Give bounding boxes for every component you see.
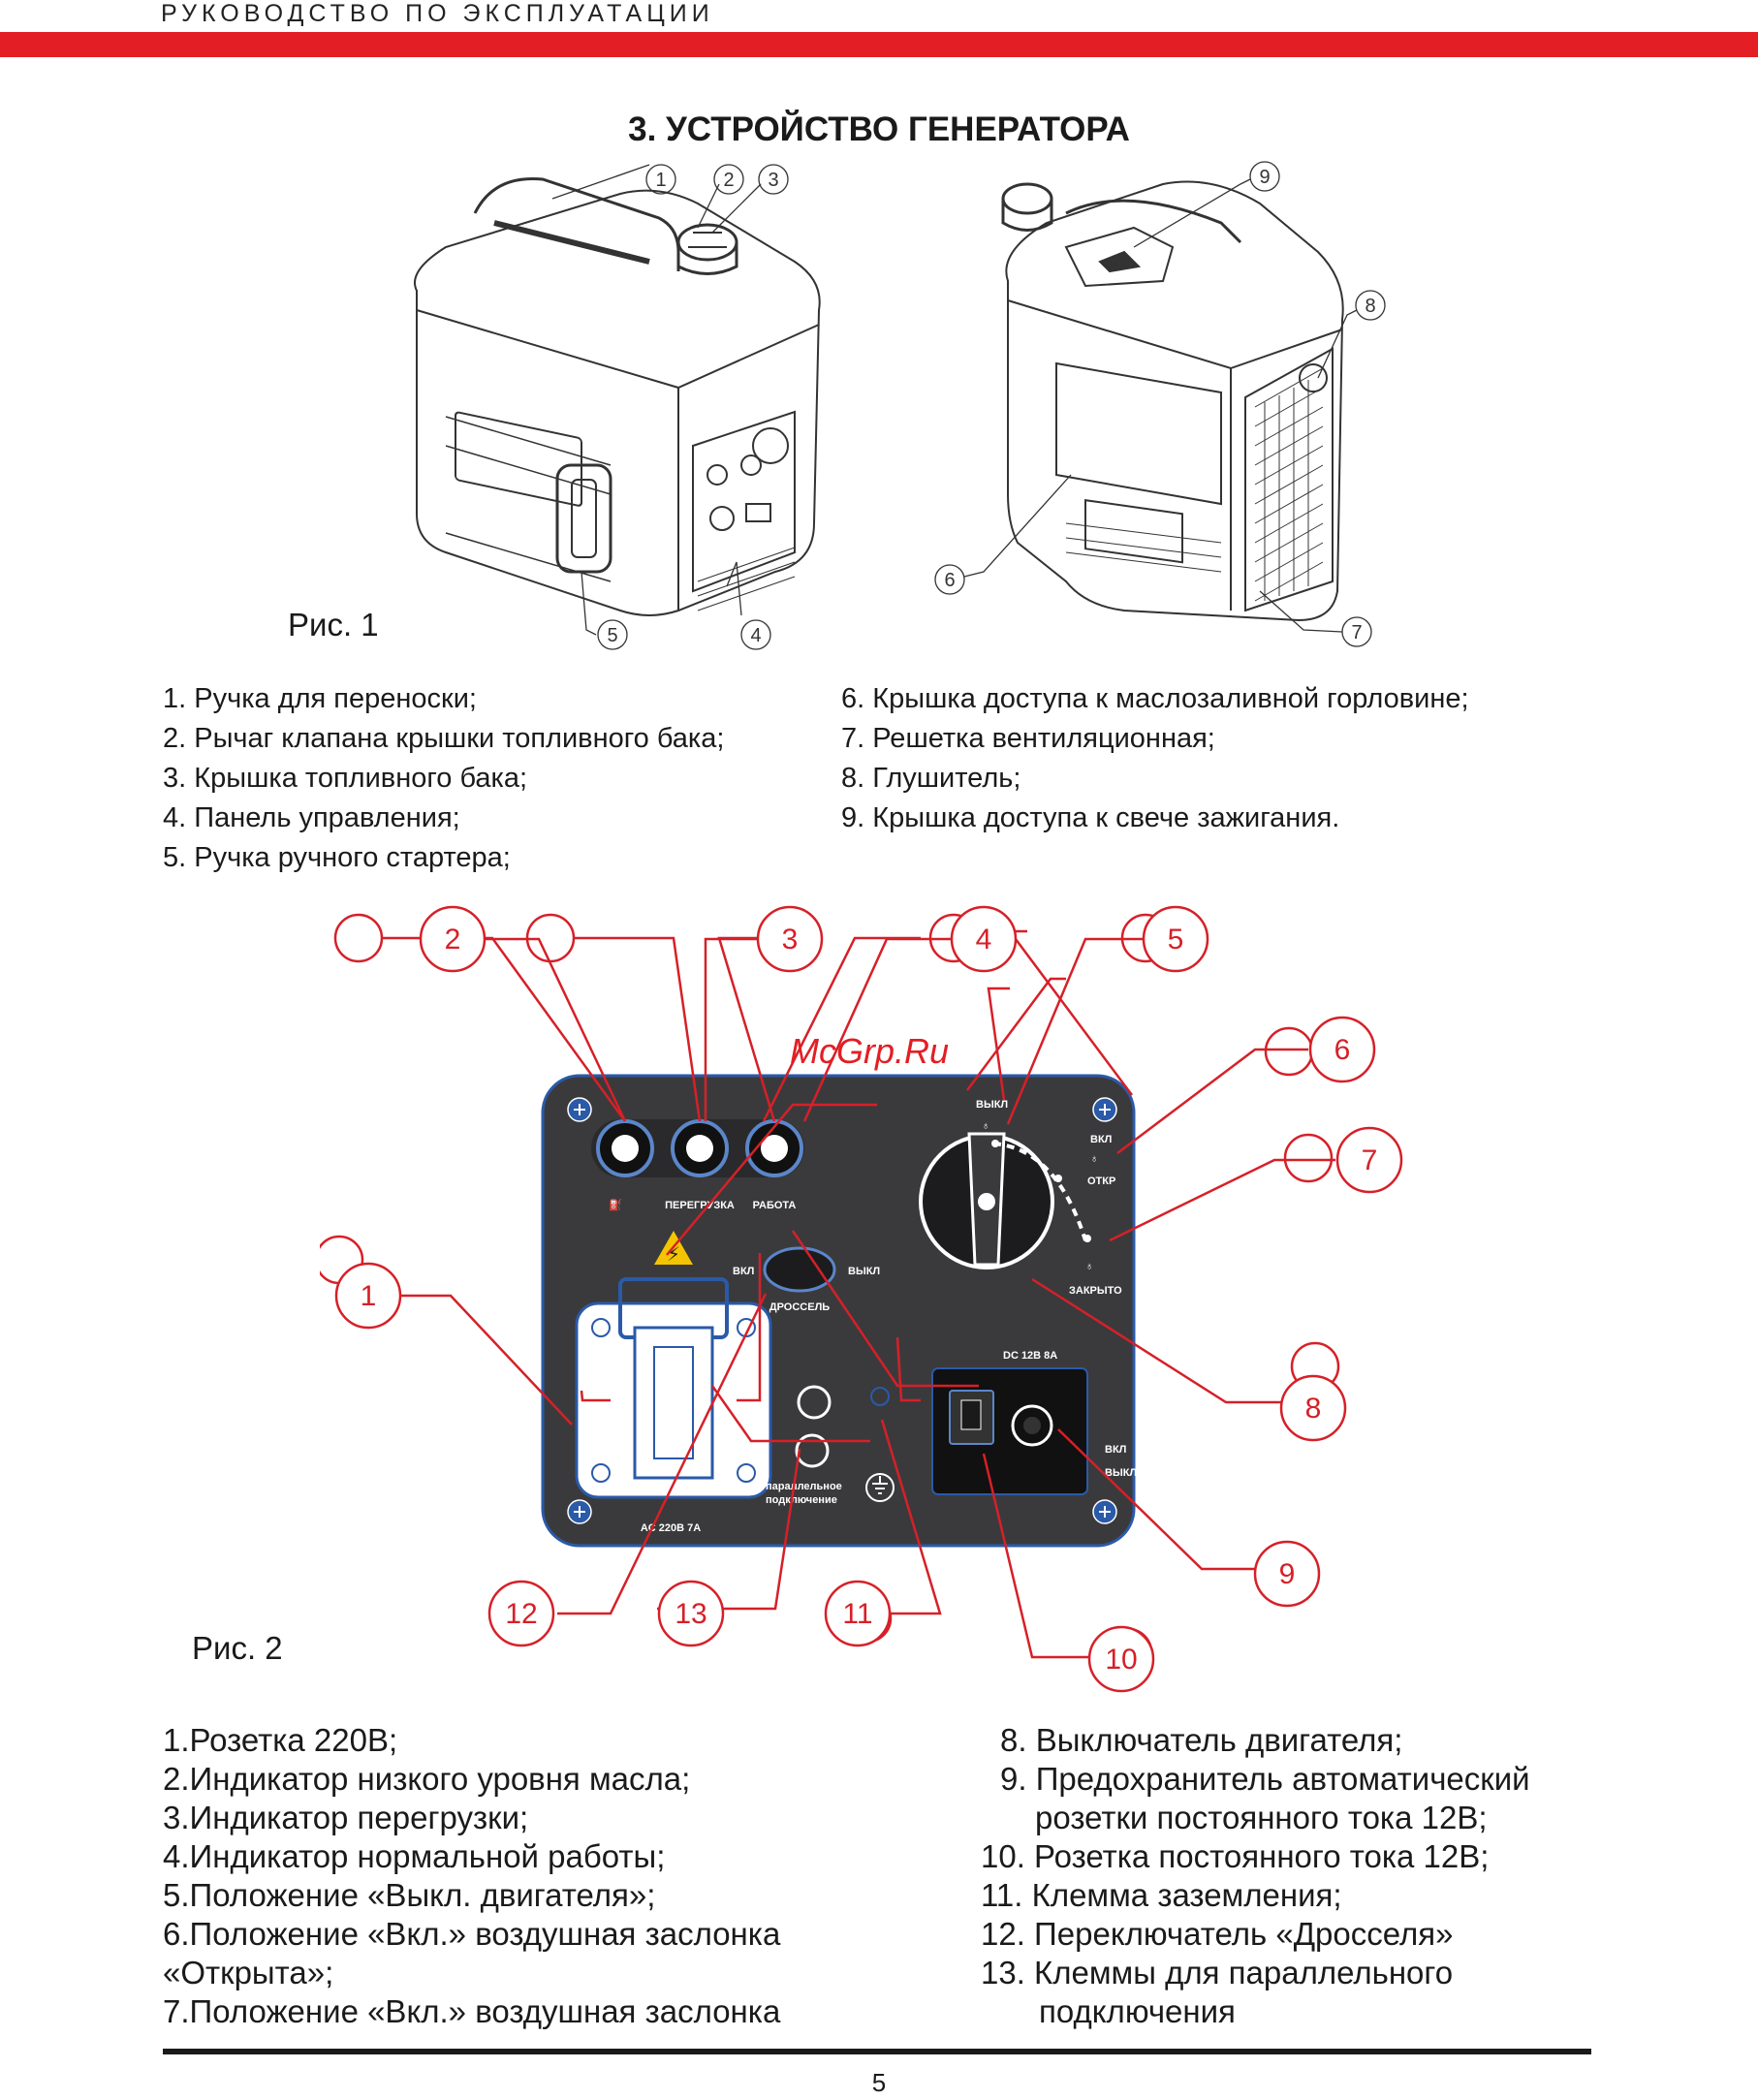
figure-1-legend-left: 1. Ручка для переноски; 2. Рычаг клапана… [163,679,724,878]
dc-rating-label: DC 12В 8А [1003,1350,1057,1362]
page-number: 5 [871,2068,887,2097]
overload-label: ПЕРЕГРУЗКА [665,1200,735,1211]
legend-item: 9. Предохранитель автоматический [1000,1761,1530,1797]
choke-on-label: ВКЛ [1090,1134,1112,1145]
legend-item: 11. Клемма заземления; [981,1877,1342,1913]
fig2-callout-10: 10 [1105,1644,1137,1676]
legend-item: 1.Розетка 220В; [163,1722,398,1758]
parallel-label-1: параллельное [766,1481,842,1492]
legend-item: 6. Крышка доступа к маслозаливной горлов… [841,683,1469,714]
fig2-callout-11: 11 [842,1598,872,1630]
fig1-callout-4: 4 [750,625,761,646]
legend-item: 6.Положение «Вкл.» воздушная заслонка [163,1916,781,1952]
fig2-callout-12: 12 [505,1598,537,1630]
ground-icon [865,1473,895,1502]
figure-2-legend-right: 8. Выключатель двигателя; 9. Предохранит… [981,1721,1530,2031]
figure-1-illustration: 1 2 3 4 5 6 7 8 9 [414,161,1386,650]
fuel-off-icon: ♁ [982,1120,989,1132]
parallel-terminal-1[interactable] [797,1385,832,1420]
oil-can-icon: ⛽ [609,1199,622,1211]
generator-rear-view [1001,180,1344,622]
fig2-callout-7: 7 [1362,1144,1378,1176]
fig1-callout-2: 2 [723,170,734,191]
generator-front-view [414,176,821,616]
legend-item: 3. Крышка топливного бака; [163,763,528,794]
choke-open-label: ОТКР [1087,1175,1115,1187]
legend-item: 12. Переключатель «Дросселя» [981,1916,1454,1952]
legend-item: подключения [1039,1993,1236,2029]
legend-item: 7.Положение «Вкл.» воздушная заслонка [163,1993,781,2029]
legend-item: «Открыта»; [163,1955,334,1990]
parallel-terminal-2[interactable] [795,1433,830,1468]
legend-item: 1. Ручка для переноски; [163,683,477,714]
throttle-on-label: ВКЛ [733,1266,754,1277]
figure-1-label: Рис. 1 [288,607,379,643]
fig1-callout-1: 1 [655,170,666,191]
legend-item: 10. Розетка постоянного тока 12В; [981,1838,1490,1874]
header-red-bar [0,32,1758,57]
legend-item: 4. Панель управления; [163,802,460,833]
legend-item: 8. Глушитель; [841,763,1021,794]
fig2-callout-1: 1 [361,1280,377,1312]
legend-item: 2.Индикатор низкого уровня масла; [163,1761,691,1797]
throttle-label: ДРОССЕЛЬ [769,1301,831,1313]
legend-item: розетки постоянного тока 12В; [1035,1800,1488,1835]
fig1-callout-5: 5 [607,625,617,646]
legend-item: 3.Индикатор перегрузки; [163,1800,529,1835]
fig1-callout-7: 7 [1351,622,1362,643]
legend-item: 4.Индикатор нормальной работы; [163,1838,666,1874]
fig2-callout-6: 6 [1334,1034,1351,1066]
parallel-label-2: подключение [766,1494,837,1506]
ac-rating-label: AC 220В 7А [641,1522,701,1534]
choke-open-icon: ♁ [1090,1153,1098,1165]
legend-item: 7. Решетка вентиляционная; [841,723,1215,754]
fig1-callout-3: 3 [768,170,778,191]
fig2-callout-13: 13 [675,1598,706,1630]
fig2-callout-4: 4 [976,924,992,956]
figure-2-legend-left: 1.Розетка 220В; 2.Индикатор низкого уров… [163,1721,780,2031]
fig1-callout-8: 8 [1365,296,1375,317]
footer-rule [163,2049,1591,2054]
legend-item: 5.Положение «Выкл. двигателя»; [163,1877,656,1913]
ground-terminal[interactable] [870,1387,890,1406]
section-title: 3. УСТРОЙСТВО ГЕНЕРАТОРА [628,110,1130,148]
fig2-callout-9: 9 [1279,1558,1296,1590]
figure-2-label: Рис. 2 [192,1630,283,1666]
throttle-off-label: ВЫКЛ [848,1266,880,1277]
fig2-callout-5: 5 [1168,924,1184,956]
fig1-callout-6: 6 [944,570,955,591]
fig2-callout-8: 8 [1305,1393,1322,1425]
dc-on-label: ВКЛ [1105,1444,1126,1456]
legend-item: 9. Крышка доступа к свече зажигания. [841,802,1340,833]
work-label: РАБОТА [753,1200,797,1211]
legend-item: 2. Рычаг клапана крышки топливного бака; [163,723,725,754]
engine-off-label: ВЫКЛ [976,1099,1008,1111]
fig2-callout-2: 2 [445,924,461,956]
legend-item: 13. Клеммы для параллельного [981,1955,1454,1990]
choke-closed-label: ЗАКРЫТО [1069,1285,1122,1297]
fig2-callout-3: 3 [782,924,799,956]
throttle-switch[interactable] [763,1246,836,1293]
legend-item: 5. Ручка ручного стартера; [163,842,511,873]
legend-item: 8. Выключатель двигателя; [1000,1722,1403,1758]
watermark: McGrp.Ru [790,1031,949,1071]
dc-off-label: ВЫКЛ [1105,1467,1137,1479]
figure-1-legend-right: 6. Крышка доступа к маслозаливной горлов… [841,679,1469,838]
choke-closed-icon: ♁ [1085,1261,1093,1272]
running-header: РУКОВОДСТВО ПО ЭКСПЛУАТАЦИИ [161,0,714,27]
fig1-callout-9: 9 [1259,167,1270,188]
